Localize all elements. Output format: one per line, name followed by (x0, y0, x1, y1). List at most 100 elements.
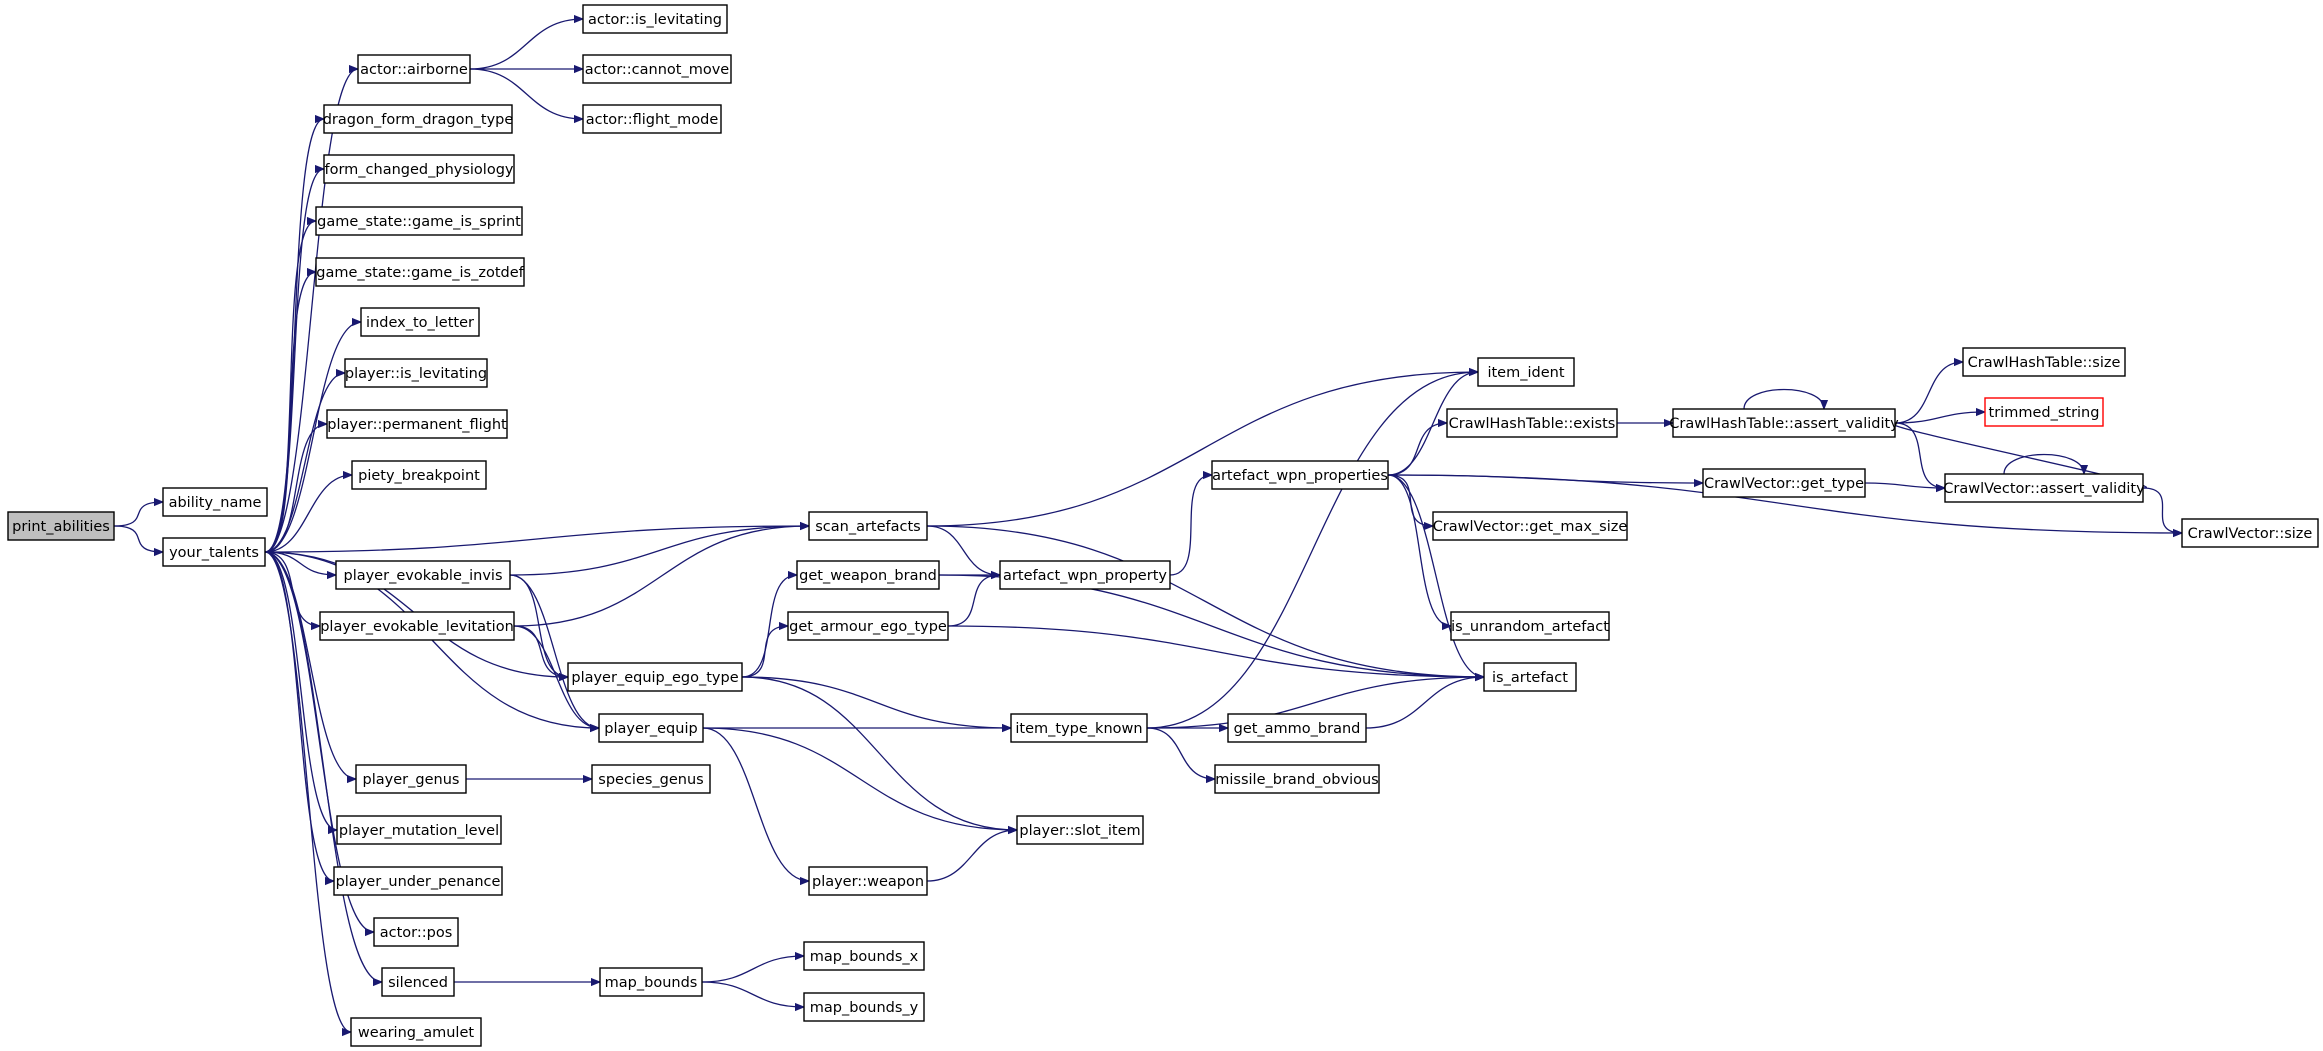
function-node-actor-is-levitating[interactable]: actor::is_levitating (582, 4, 728, 34)
function-node-map-bounds-y[interactable]: map_bounds_y (803, 992, 925, 1022)
function-node-crawlvector-get-type[interactable]: CrawlVector::get_type (1702, 468, 1866, 498)
function-node-game-is-zotdef[interactable]: game_state::game_is_zotdef (315, 257, 525, 287)
function-node-player-genus[interactable]: player_genus (355, 764, 467, 794)
call-edge (509, 574, 599, 728)
function-node-label: CrawlHashTable::assert_validity (1669, 416, 1899, 432)
function-node-item-type-known[interactable]: item_type_known (1010, 713, 1148, 743)
function-node-label: actor::flight_mode (586, 112, 719, 128)
call-edge (1387, 474, 1452, 626)
function-node-player-evokable-levitation[interactable]: player_evokable_levitation (319, 611, 515, 641)
function-node-player-equip-ego-type[interactable]: player_equip_ego_type (567, 662, 743, 692)
call-edge (264, 551, 335, 881)
function-node-index-to-letter[interactable]: index_to_letter (360, 307, 480, 337)
function-node-player-mutation-level[interactable]: player_mutation_level (336, 815, 502, 845)
function-node-scan-artefacts[interactable]: scan_artefacts (808, 511, 928, 541)
function-node-map-bounds-x[interactable]: map_bounds_x (803, 941, 925, 971)
nodes: print_abilitiesability_nameyour_talentsa… (7, 4, 2319, 1047)
function-node-actor-cannot-move[interactable]: actor::cannot_move (582, 54, 732, 84)
function-node-form-changed-physiology[interactable]: form_changed_physiology (323, 154, 515, 184)
call-edge (1743, 388, 1824, 410)
function-node-crawlhashtable-assert-validity[interactable]: CrawlHashTable::assert_validity (1669, 408, 1899, 438)
function-node-missile-brand-obvious[interactable]: missile_brand_obvious (1214, 764, 1380, 794)
function-node-player-permanent-flight[interactable]: player::permanent_flight (326, 409, 508, 439)
function-node-actor-pos[interactable]: actor::pos (373, 917, 459, 947)
function-node-label: CrawlHashTable::size (1968, 355, 2121, 371)
function-node-ability-name[interactable]: ability_name (162, 487, 268, 517)
function-node-artefact-wpn-property[interactable]: artefact_wpn_property (999, 560, 1171, 590)
function-node-actor-airborne[interactable]: actor::airborne (357, 54, 471, 84)
function-node-is-unrandom-artefact[interactable]: is_unrandom_artefact (1450, 611, 1610, 641)
function-node-label: get_weapon_brand (799, 568, 937, 584)
function-node-player-evokable-invis[interactable]: player_evokable_invis (335, 560, 511, 590)
function-node-print-abilities[interactable]: print_abilities (7, 511, 115, 541)
function-node-label: map_bounds_y (810, 1000, 919, 1016)
call-edge (926, 372, 1478, 527)
function-node-species-genus[interactable]: species_genus (591, 764, 711, 794)
function-node-crawlhashtable-size[interactable]: CrawlHashTable::size (1962, 347, 2126, 377)
function-node-get-ammo-brand[interactable]: get_ammo_brand (1227, 713, 1367, 743)
function-node-label: item_type_known (1015, 721, 1142, 737)
call-edge (701, 981, 804, 1007)
function-node-label: player_mutation_level (339, 823, 499, 839)
function-node-dragon-form-dragon-type[interactable]: dragon_form_dragon_type (323, 104, 514, 134)
function-node-crawlhashtable-exists[interactable]: CrawlHashTable::exists (1446, 408, 1618, 438)
call-edge (1146, 727, 1215, 779)
function-node-trimmed-string[interactable]: trimmed_string (1984, 397, 2104, 427)
function-node-player-equip[interactable]: player_equip (598, 713, 704, 743)
function-node-label: game_state::game_is_zotdef (316, 265, 524, 281)
function-node-wearing-amulet[interactable]: wearing_amulet (350, 1017, 482, 1047)
function-node-label: form_changed_physiology (325, 162, 514, 178)
call-edge (1146, 677, 1484, 729)
function-node-crawlvector-size[interactable]: CrawlVector::size (2181, 518, 2319, 548)
call-edge (741, 626, 788, 678)
call-edge (509, 526, 809, 576)
function-node-label: is_unrandom_artefact (1451, 619, 1609, 635)
call-edge (2142, 487, 2182, 533)
function-node-your-talents[interactable]: your_talents (162, 537, 266, 567)
call-edge (1387, 474, 2182, 533)
call-edge (701, 956, 804, 983)
call-edge (469, 68, 583, 119)
function-node-player-under-penance[interactable]: player_under_penance (333, 866, 503, 896)
function-node-silenced[interactable]: silenced (381, 967, 455, 997)
function-node-actor-flight-mode[interactable]: actor::flight_mode (582, 104, 722, 134)
function-node-label: player_under_penance (336, 874, 501, 890)
call-edge (1864, 482, 1945, 488)
call-edge (926, 830, 1017, 882)
call-edge (702, 727, 809, 881)
call-edge (702, 727, 1017, 830)
call-edge (113, 525, 163, 552)
function-node-crawlvector-get-max-size[interactable]: CrawlVector::get_max_size (1432, 511, 1628, 541)
call-edge (741, 676, 1017, 830)
call-edge (264, 221, 317, 553)
call-edge (947, 575, 1000, 627)
function-node-label: player::permanent_flight (327, 417, 507, 433)
function-node-get-weapon-brand[interactable]: get_weapon_brand (796, 560, 940, 590)
call-edge (113, 502, 163, 527)
function-node-label: ability_name (169, 495, 262, 511)
function-node-player-is-levitating[interactable]: player::is_levitating (344, 358, 488, 388)
function-node-artefact-wpn-properties[interactable]: artefact_wpn_properties (1211, 460, 1389, 490)
function-node-map-bounds[interactable]: map_bounds (599, 967, 703, 997)
function-node-crawlvector-assert-validity[interactable]: CrawlVector::assert_validity (1943, 473, 2145, 503)
function-node-label: CrawlVector::assert_validity (1943, 481, 2145, 497)
function-node-is-artefact[interactable]: is_artefact (1483, 662, 1577, 692)
function-node-item-ident[interactable]: item_ident (1477, 357, 1575, 387)
function-node-get-armour-ego-type[interactable]: get_armour_ego_type (787, 611, 949, 641)
function-node-label: player::weapon (812, 874, 924, 890)
function-node-game-is-sprint[interactable]: game_state::game_is_sprint (315, 206, 523, 236)
function-node-label: get_armour_ego_type (789, 619, 947, 635)
function-node-label: silenced (388, 975, 448, 991)
function-node-player-weapon[interactable]: player::weapon (808, 866, 928, 896)
function-node-label: CrawlVector::get_type (1704, 476, 1864, 492)
call-edge (926, 525, 1484, 677)
function-node-player-slot-item[interactable]: player::slot_item (1016, 815, 1144, 845)
function-node-label: piety_breakpoint (358, 468, 480, 484)
function-node-piety-breakpoint[interactable]: piety_breakpoint (351, 460, 487, 490)
function-node-label: artefact_wpn_property (1003, 568, 1167, 584)
call-edge (1387, 423, 1447, 476)
function-node-label: CrawlVector::size (2188, 526, 2313, 542)
call-edge (947, 625, 1484, 677)
